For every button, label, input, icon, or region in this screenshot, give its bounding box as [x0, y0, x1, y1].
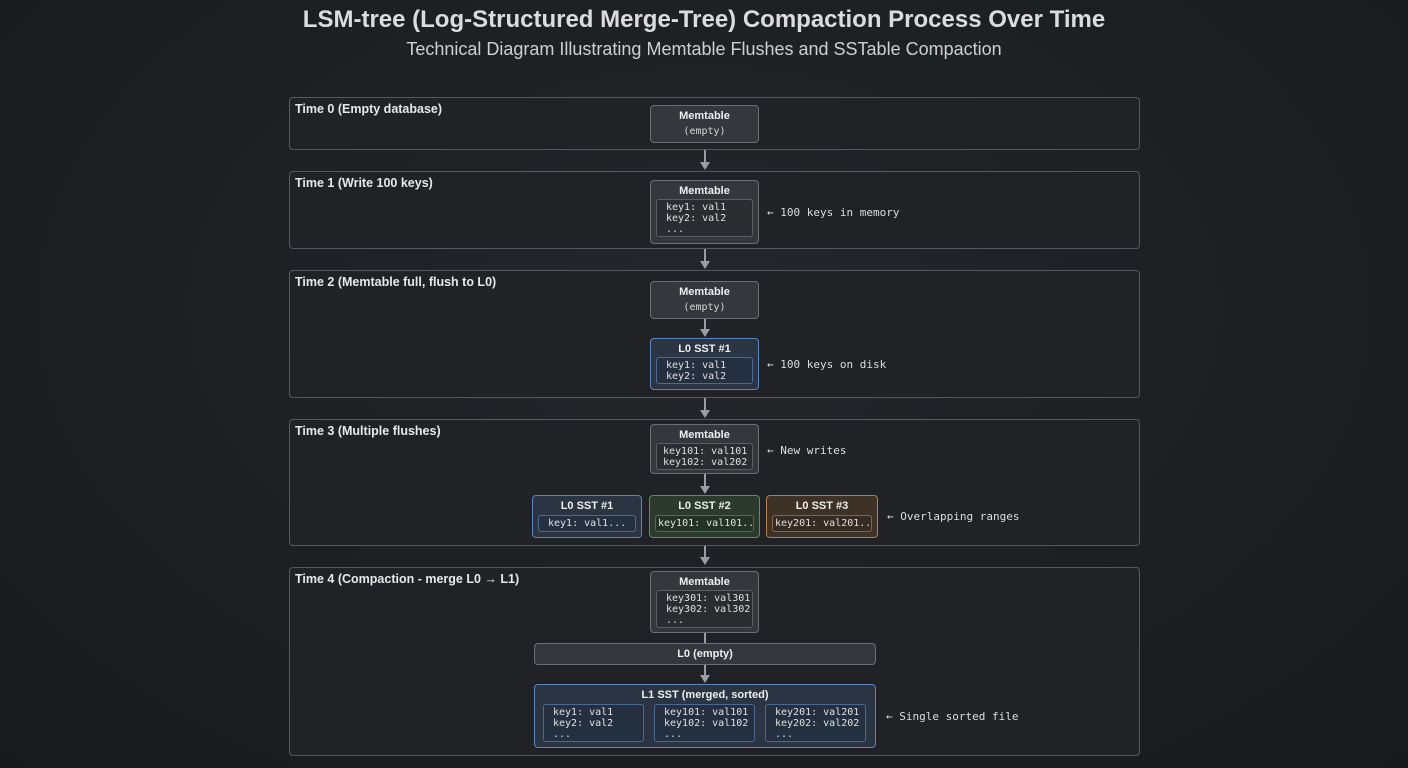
diagram-title: LSM-tree (Log-Structured Merge-Tree) Com… — [302, 6, 1106, 33]
diagram-subtitle: Technical Diagram Illustrating Memtable … — [406, 39, 1002, 59]
arrow-head — [700, 162, 710, 170]
sst-title: L0 SST #1 — [560, 500, 614, 512]
memtable-box: Memtable (empty) — [650, 105, 759, 143]
stage-label: Time 3 (Multiple flushes) — [295, 424, 441, 438]
flow-arrow — [704, 546, 706, 558]
arrow-head — [700, 261, 710, 269]
sst-title: L0 SST #2 — [678, 500, 731, 512]
l1-sst-title: L1 SST (merged, sorted) — [641, 689, 769, 701]
arrow-head — [700, 486, 710, 494]
flow-arrow — [704, 474, 706, 487]
flow-arrow — [704, 319, 706, 330]
stage-label: Time 4 (Compaction - merge L0 → L1) — [295, 572, 520, 586]
stage-label: Time 1 (Write 100 keys) — [295, 176, 433, 190]
annotation-note: ← New writes — [767, 444, 847, 457]
memtable-keys: key101: val101 key102: val202 — [656, 443, 753, 470]
l0-sst-1-box: L0 SST #1 key1: val1... — [532, 495, 642, 538]
memtable-title: Memtable — [679, 185, 730, 197]
sst-keys: key1: val1 key2: val2 — [656, 357, 753, 384]
annotation-note: ← Single sorted file — [886, 710, 1019, 723]
flow-arrow — [704, 249, 706, 262]
annotation-note: ← 100 keys in memory — [767, 206, 900, 219]
sst-title: L0 SST #1 — [678, 343, 731, 355]
sst-title: L0 SST #3 — [795, 500, 849, 512]
l0-sst-3-box: L0 SST #3 key201: val201... — [766, 495, 878, 538]
arrow-head — [700, 675, 710, 683]
l0-empty-bar: L0 (empty) — [534, 643, 876, 665]
memtable-title: Memtable — [679, 110, 730, 122]
memtable-keys: key301: val301 key302: val302 ... — [656, 590, 753, 628]
memtable-box: Memtable key101: val101 key102: val202 — [650, 424, 759, 474]
l1-key-chunk: key101: val101 key102: val102 ... — [654, 704, 755, 742]
memtable-content: (empty) — [683, 126, 726, 137]
memtable-box: Memtable key1: val1 key2: val2 ... — [650, 180, 759, 244]
flow-arrow — [704, 665, 706, 676]
l0-sst-2-box: L0 SST #2 key101: val101... — [649, 495, 760, 538]
memtable-box: Memtable (empty) — [650, 281, 759, 319]
l1-key-chunk: key1: val1 key2: val2 ... — [543, 704, 644, 742]
arrow-head — [700, 410, 710, 418]
annotation-note: ← 100 keys on disk — [767, 358, 887, 371]
l1-sst-box: L1 SST (merged, sorted) key1: val1 key2:… — [534, 684, 876, 748]
connector-line — [704, 633, 706, 643]
memtable-title: Memtable — [679, 576, 730, 588]
flow-arrow — [704, 398, 706, 411]
sst-keys: key101: val101... — [655, 515, 754, 532]
l1-key-chunk: key201: val201 key202: val202 ... — [765, 704, 866, 742]
memtable-box: Memtable key301: val301 key302: val302 .… — [650, 571, 759, 633]
memtable-title: Memtable — [679, 286, 730, 298]
arrow-head — [700, 329, 710, 337]
stage-label: Time 0 (Empty database) — [295, 102, 443, 116]
arrow-head — [700, 557, 710, 565]
annotation-note: ← Overlapping ranges — [887, 510, 1020, 523]
flow-arrow — [704, 150, 706, 163]
stage-label: Time 2 (Memtable full, flush to L0) — [295, 275, 497, 289]
sst-keys: key1: val1... — [538, 515, 636, 532]
sst-keys: key201: val201... — [772, 515, 872, 532]
memtable-content: (empty) — [683, 302, 726, 313]
memtable-keys: key1: val1 key2: val2 ... — [656, 199, 753, 237]
l0-sst-1-box: L0 SST #1 key1: val1 key2: val2 — [650, 338, 759, 390]
memtable-title: Memtable — [679, 429, 730, 441]
